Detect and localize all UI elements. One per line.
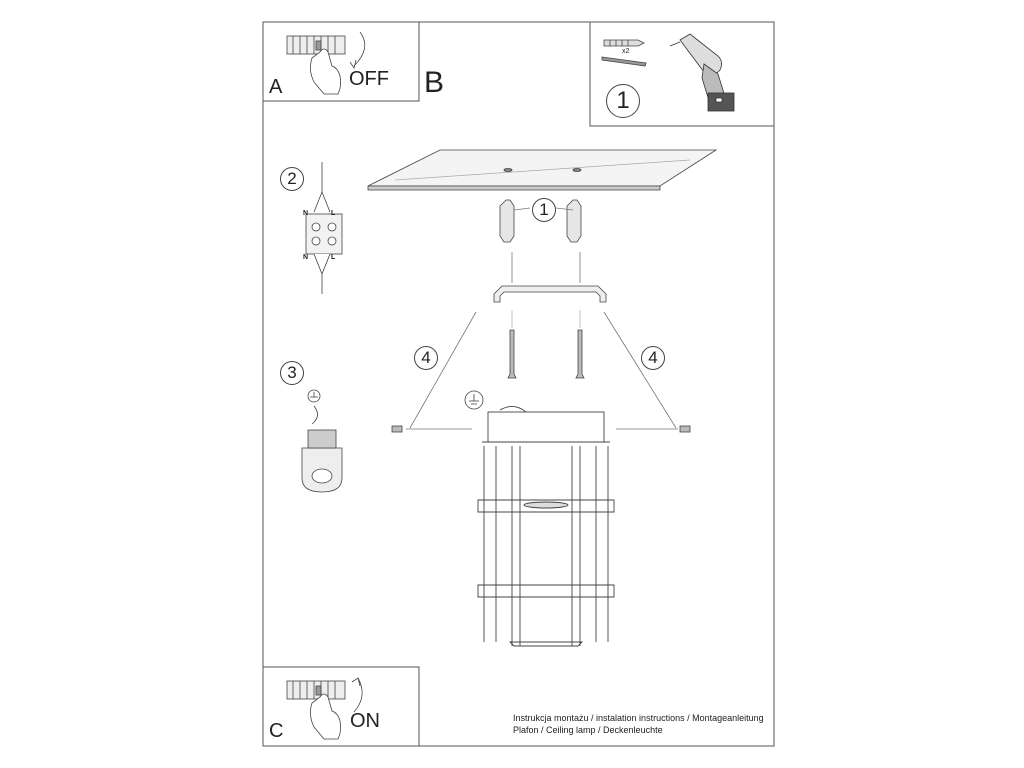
live-label-top: L xyxy=(331,210,336,217)
live-label-bottom: L xyxy=(331,254,336,261)
leader-line xyxy=(555,207,574,211)
panel-c-letter: C xyxy=(269,720,284,742)
footer: Instrukcja montażu / instalation instruc… xyxy=(513,712,764,736)
ground-icon xyxy=(464,390,484,410)
screw-step-left: 4 xyxy=(414,346,438,370)
drill-icon xyxy=(669,33,735,112)
tools-step-number: 1 xyxy=(606,84,640,118)
quantity-label: x2 xyxy=(622,48,630,55)
panel-b-letter: B xyxy=(424,66,445,99)
screw-icon xyxy=(507,329,585,379)
panel-a-box xyxy=(262,21,420,102)
dowel-icon xyxy=(603,39,645,47)
panel-a-letter: A xyxy=(269,76,283,98)
ceiling-lamp-icon xyxy=(477,406,615,647)
page-frame xyxy=(262,21,775,747)
footer-line-2: Plafon / Ceiling lamp / Deckenleuchte xyxy=(513,725,663,735)
leader-line xyxy=(603,311,677,429)
panel-a-state: OFF xyxy=(349,68,389,90)
neutral-label-bottom: N xyxy=(303,254,309,261)
screw-icon xyxy=(391,425,691,433)
terminal-block-icon xyxy=(305,162,343,294)
ground-icon xyxy=(307,389,321,425)
screw-step-right: 4 xyxy=(641,346,665,370)
ceiling-plate xyxy=(367,149,718,191)
switch-off-icon xyxy=(286,31,366,95)
dowel-icon xyxy=(499,199,582,243)
dowel-step-number: 1 xyxy=(532,198,556,222)
switch-on-icon xyxy=(286,677,363,740)
step-3-number: 3 xyxy=(280,361,304,385)
panel-c-state: ON xyxy=(350,710,380,732)
leader-line xyxy=(513,207,531,211)
neutral-label-top: N xyxy=(303,210,309,217)
screw-icon xyxy=(601,56,647,67)
tools-box xyxy=(589,21,775,127)
step-2-number: 2 xyxy=(280,167,304,191)
footer-line-1: Instrukcja montażu / instalation instruc… xyxy=(513,713,764,723)
mounting-bracket xyxy=(493,285,607,303)
leader-line xyxy=(409,311,477,429)
earth-clamp xyxy=(301,429,343,493)
panel-c-box xyxy=(262,666,420,747)
